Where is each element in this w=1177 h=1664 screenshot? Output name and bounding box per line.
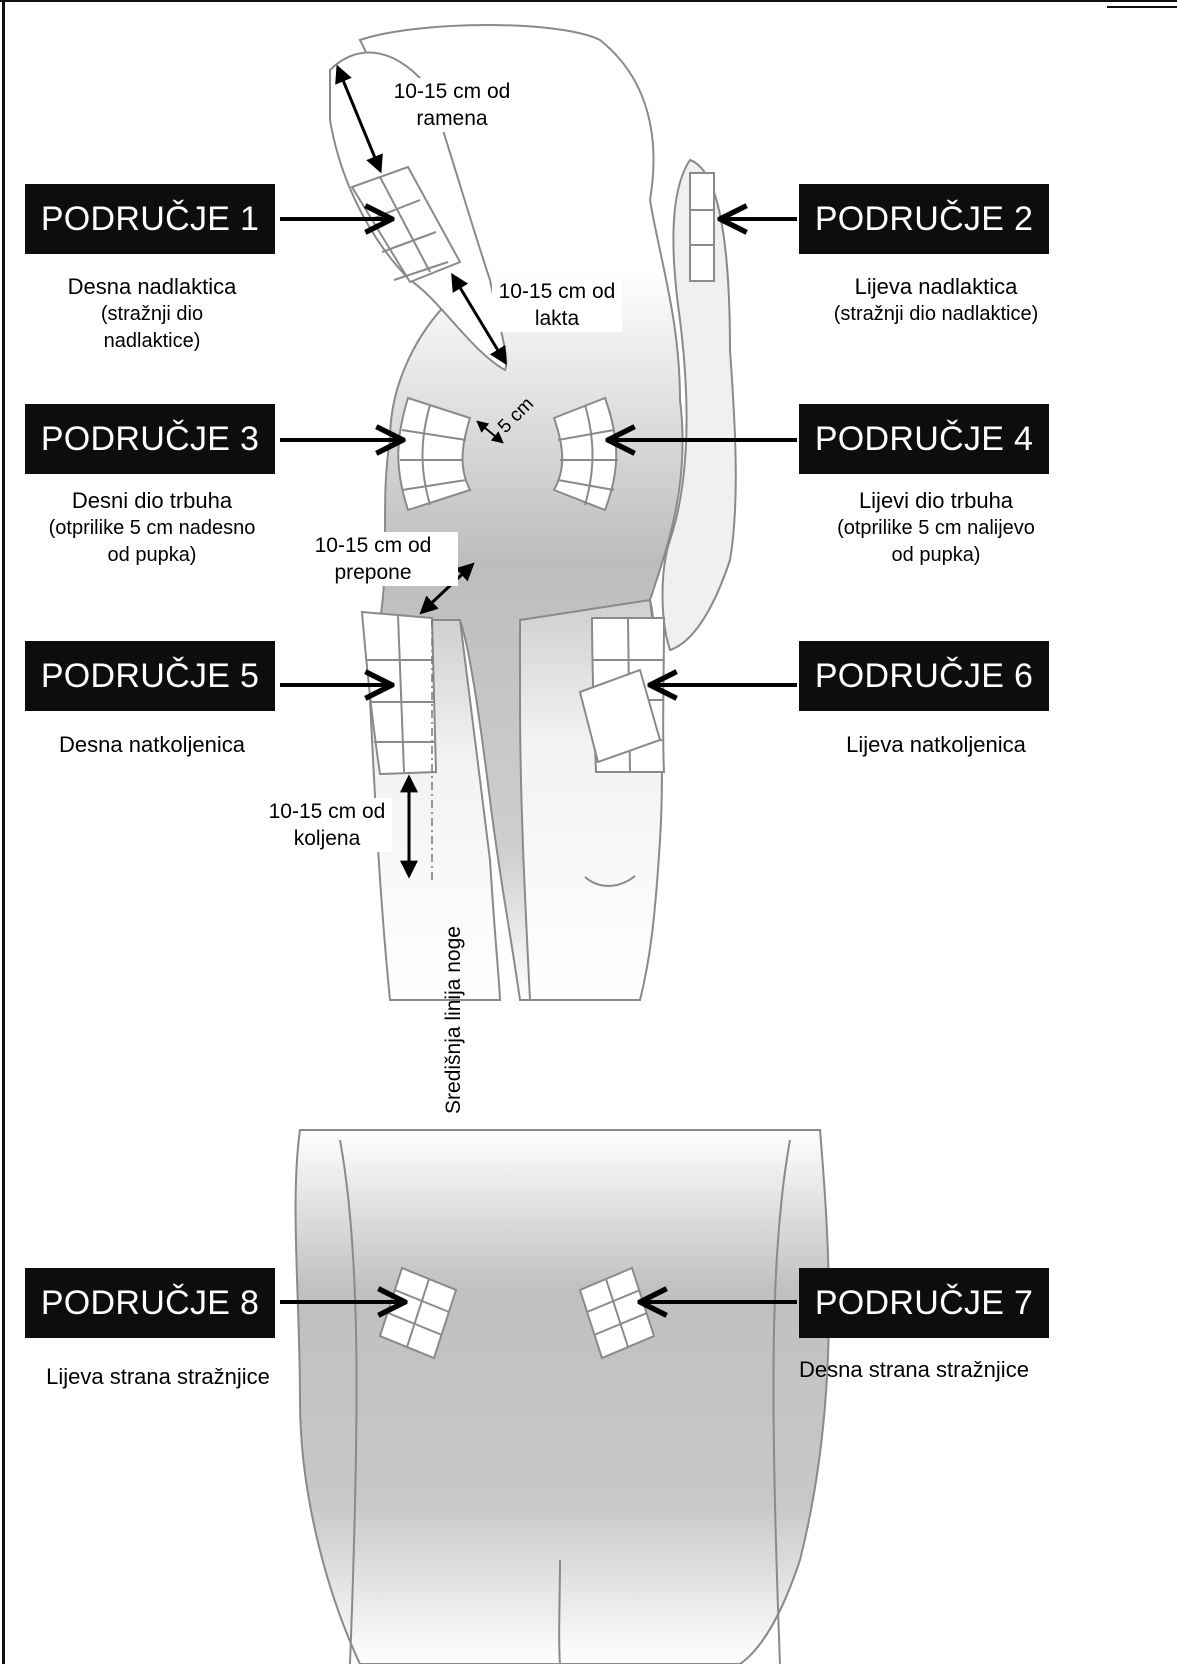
zone-desc-4-title: Lijevi dio trbuha — [859, 488, 1013, 513]
leg-midline-label: Središnja linija noge — [442, 870, 472, 1170]
zone-desc-3-title: Desni dio trbuha — [72, 488, 232, 513]
zone-label-6: PODRUČJE 6 — [799, 641, 1049, 711]
zone-label-5: PODRUČJE 5 — [25, 641, 275, 711]
zone-label-2: PODRUČJE 2 — [799, 184, 1049, 254]
zone-label-1: PODRUČJE 1 — [25, 184, 275, 254]
back-figure — [296, 1130, 829, 1664]
zone-desc-5: Desna natkoljenica — [12, 730, 292, 759]
grid-zone-3 — [398, 398, 470, 510]
front-figure — [330, 25, 736, 1000]
zone-desc-3-sub: (otprilike 5 cm nadesno od pupka) — [37, 515, 267, 569]
elbow-measure-label: 10-15 cm od lakta — [492, 278, 622, 332]
grid-zone-2 — [690, 173, 714, 281]
zone-desc-8-title: Lijeva strana stražnjice — [46, 1364, 270, 1389]
zone-desc-2: Lijeva nadlaktica (stražnji dio nadlakti… — [796, 272, 1076, 328]
grid-zone-4 — [554, 398, 618, 510]
zone-desc-2-title: Lijeva nadlaktica — [855, 274, 1018, 299]
zone-desc-1: Desna nadlaktica (stražnji dio nadlaktic… — [12, 272, 292, 355]
groin-measure-label: 10-15 cm od prepone — [288, 532, 458, 586]
zone-desc-5-title: Desna natkoljenica — [59, 732, 245, 757]
zone-desc-8: Lijeva strana stražnjice — [38, 1362, 278, 1391]
zone-desc-1-title: Desna nadlaktica — [68, 274, 237, 299]
zone-desc-4: Lijevi dio trbuha (otprilike 5 cm nalije… — [796, 486, 1076, 569]
knee-measure-label: 10-15 cm od koljena — [262, 798, 392, 852]
zone-label-3: PODRUČJE 3 — [25, 404, 275, 474]
zone-desc-2-sub: (stražnji dio nadlaktice) — [796, 301, 1076, 328]
zone-desc-1-sub: (stražnji dio nadlaktice) — [72, 301, 232, 355]
zone-desc-3: Desni dio trbuha (otprilike 5 cm nadesno… — [12, 486, 292, 569]
zone-desc-7-title: Desna strana stražnjice — [799, 1357, 1029, 1382]
zone-label-4: PODRUČJE 4 — [799, 404, 1049, 474]
zone-desc-4-sub: (otprilike 5 cm nalijevo od pupka) — [836, 515, 1036, 569]
zone-label-7: PODRUČJE 7 — [799, 1268, 1049, 1338]
zone-desc-6: Lijeva natkoljenica — [796, 730, 1076, 759]
zone-desc-6-title: Lijeva natkoljenica — [846, 732, 1026, 757]
shoulder-measure-label: 10-15 cm od ramena — [382, 78, 522, 132]
zone-label-8: PODRUČJE 8 — [25, 1268, 275, 1338]
zone-desc-7: Desna strana stražnjice — [784, 1355, 1044, 1384]
